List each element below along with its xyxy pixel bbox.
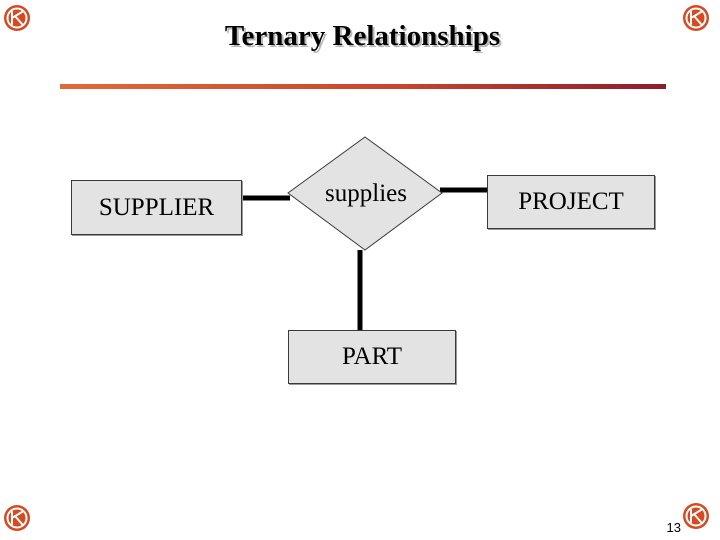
corner-logo-icon bbox=[682, 502, 710, 530]
title-underline bbox=[60, 84, 666, 89]
entity-part: PART bbox=[288, 330, 456, 384]
entity-label: SUPPLIER bbox=[98, 193, 215, 221]
entity-label: PROJECT bbox=[518, 188, 624, 215]
corner-logo-icon bbox=[3, 504, 31, 532]
entity-label: PART bbox=[341, 343, 403, 370]
relationship-label: supplies bbox=[325, 180, 407, 207]
entity-supplier: SUPPLIER bbox=[71, 180, 242, 235]
corner-logo-icon bbox=[3, 4, 31, 32]
corner-logo-icon bbox=[682, 4, 710, 32]
relationship-diamond bbox=[287, 136, 443, 251]
entity-project: PROJECT bbox=[487, 175, 655, 229]
slide-title: Ternary Relationships bbox=[224, 20, 501, 52]
page-number: 13 bbox=[666, 520, 681, 535]
